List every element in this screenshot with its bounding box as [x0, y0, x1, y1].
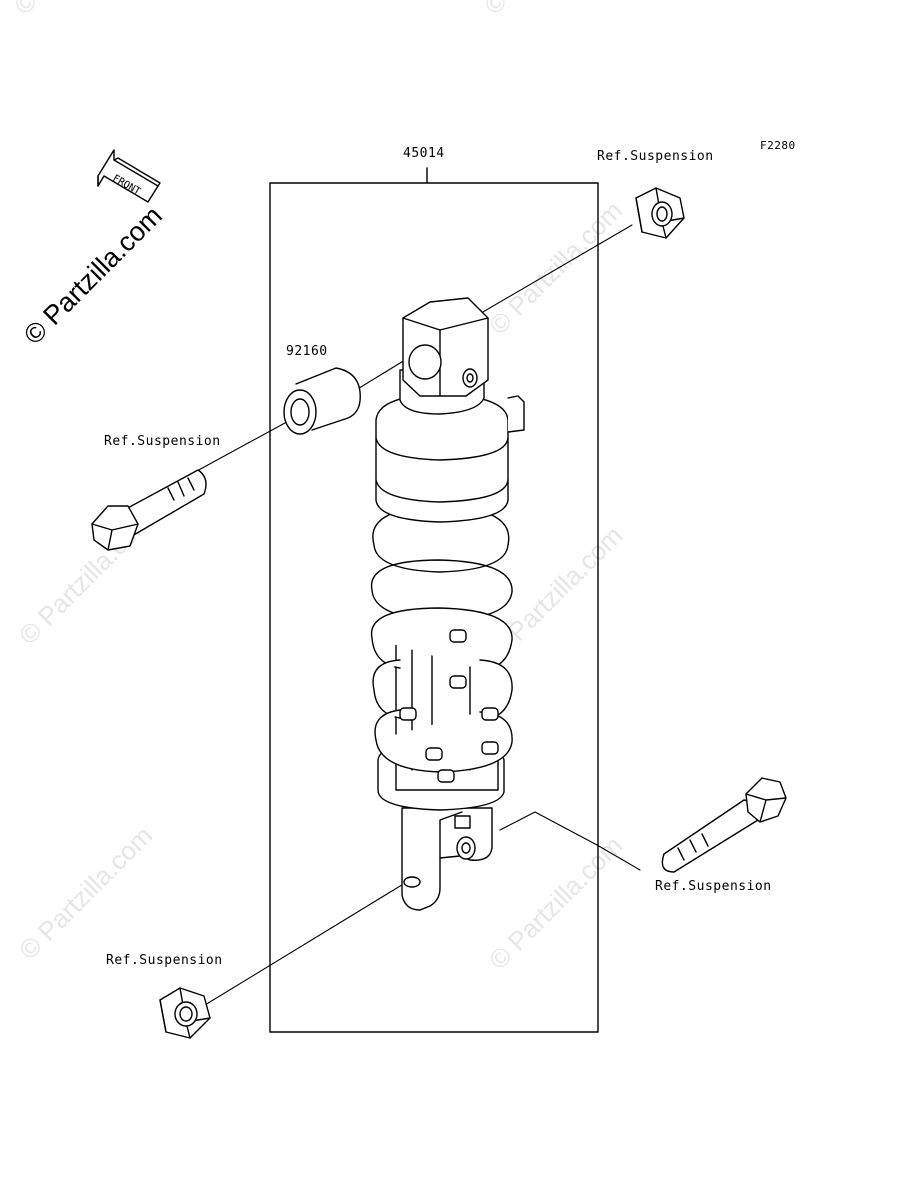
top-left-bolt	[91, 469, 207, 551]
diagram-code: F2280	[760, 139, 796, 152]
top-nut	[635, 187, 685, 239]
collar-92160	[283, 367, 361, 435]
svg-text:FRONT: FRONT	[111, 173, 143, 198]
part-number-45014[interactable]: 45014	[403, 146, 445, 161]
callout-top-nut[interactable]: Ref.Suspension	[597, 149, 714, 164]
bottom-right-bolt	[661, 777, 787, 873]
part-number-92160[interactable]: 92160	[286, 344, 328, 359]
front-arrow-icon: FRONT	[97, 149, 161, 203]
callout-top-bolt[interactable]: Ref.Suspension	[104, 434, 221, 449]
assembly-bracket	[269, 167, 599, 1033]
callout-bottom-nut[interactable]: Ref.Suspension	[106, 953, 223, 968]
callout-bottom-bolt[interactable]: Ref.Suspension	[655, 879, 772, 894]
shock-absorber	[370, 297, 525, 911]
bottom-nut	[159, 987, 211, 1039]
